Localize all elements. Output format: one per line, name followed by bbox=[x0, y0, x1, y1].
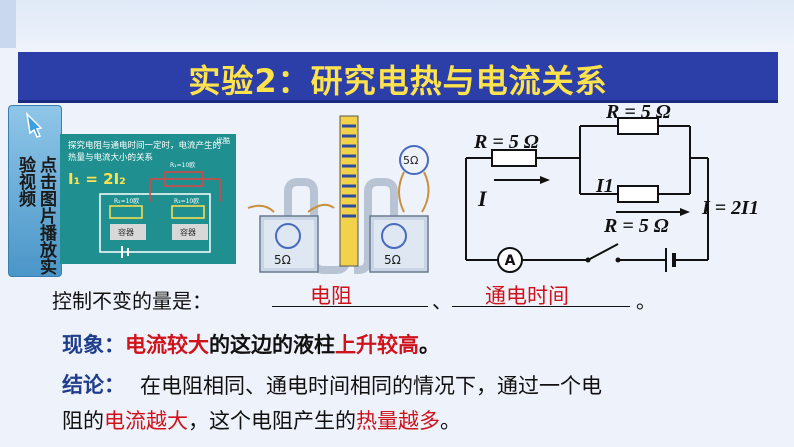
phenomenon-label: 现象： bbox=[62, 333, 125, 357]
video-title: 探究电阻与通电时间一定时，电流产生的热量与电流大小的关系 bbox=[68, 141, 222, 163]
apparatus-r-right: 5Ω bbox=[384, 253, 401, 267]
question-end: 。 bbox=[636, 289, 656, 313]
phenomenon-part4: 。 bbox=[419, 333, 440, 357]
circuit-i-right: I = 2I1 bbox=[701, 197, 759, 219]
conclusion-label: 结论： bbox=[62, 373, 125, 397]
circuit-r-bottom: R = 5 Ω bbox=[603, 215, 669, 237]
video-tag: 优酷 bbox=[216, 137, 230, 145]
page-title: 实验2：研究电热与电流关系 bbox=[188, 62, 608, 100]
header-stripe bbox=[0, 0, 16, 48]
conclusion-line2b: 电流越大 bbox=[104, 409, 188, 433]
ammeter-label: A bbox=[505, 253, 516, 269]
conclusion-line-2: 阻的电流越大，这个电阻产生的热量越多。 bbox=[62, 404, 730, 439]
video-formula: I₁ = 2I₂ bbox=[68, 170, 126, 188]
circuit-i-branch: I1 bbox=[595, 175, 614, 197]
conclusion-line-1: 在电阻相同、通电时间相同的情况下，通过一个电 bbox=[140, 374, 602, 398]
apparatus-illustration: 5Ω 5Ω 5Ω bbox=[247, 115, 430, 274]
apparatus-r-left: 5Ω bbox=[274, 253, 291, 267]
question-label: 控制不变的量是： bbox=[52, 289, 212, 313]
circuit-diagram: A R = 5 Ω R = 5 Ω R = 5 Ω I I1 I = 2I1 bbox=[465, 101, 759, 273]
phenomenon-line: 现象：电流较大的这边的液柱上升较高。 bbox=[62, 329, 440, 359]
conclusion-line2d: 热量越多 bbox=[356, 409, 440, 433]
phenomenon-part1: 电流较大 bbox=[125, 333, 209, 357]
video-thumbnail[interactable]: 优酷 探究电阻与通电时间一定时，电流产生的热量与电流大小的关系 I₁ = 2I₂… bbox=[60, 134, 236, 264]
video-circuit-diagram bbox=[99, 171, 221, 258]
phenomenon-part3: 上升较高 bbox=[335, 333, 419, 357]
header-background bbox=[0, 0, 794, 48]
answer-2: 通电时间 bbox=[485, 284, 569, 308]
conclusion-text: 在电阻相同、通电时间相同的情况下，通过一个电 阻的电流越大，这个电阻产生的热量越… bbox=[62, 369, 730, 439]
play-video-button[interactable]: 点击图片播放实 验视频 bbox=[8, 105, 62, 277]
apparatus-r-top: 5Ω bbox=[403, 154, 418, 167]
video-box-label: 容器 bbox=[118, 228, 134, 237]
video-box-label: 容器 bbox=[180, 228, 196, 237]
circuit-r-top: R = 5 Ω bbox=[605, 101, 671, 123]
answer-blank-2 bbox=[452, 306, 630, 307]
answer-blank-1 bbox=[272, 306, 428, 307]
conclusion-line2c: ，这个电阻产生的 bbox=[188, 409, 356, 433]
phenomenon-part2: 的这边的液柱 bbox=[209, 333, 335, 357]
circuit-r-left: R = 5 Ω bbox=[473, 131, 539, 153]
video-r-label: R₁=10欧 bbox=[170, 162, 196, 169]
pointing-hand-icon bbox=[25, 111, 43, 138]
conclusion-line2a: 阻的 bbox=[62, 409, 104, 433]
title-bar: 实验2：研究电热与电流关系 bbox=[18, 52, 778, 103]
play-video-label-1: 点击图片播放实 bbox=[36, 156, 56, 275]
play-video-label-2: 验视频 bbox=[15, 156, 35, 207]
video-r-label: R₂=10欧 bbox=[114, 198, 140, 205]
circuit-i-main: I bbox=[477, 186, 488, 211]
video-r-label: R₃=10欧 bbox=[174, 198, 200, 205]
conclusion-line2e: 。 bbox=[440, 409, 461, 433]
answer-separator: 、 bbox=[432, 289, 452, 313]
answer-1: 电阻 bbox=[310, 284, 352, 308]
